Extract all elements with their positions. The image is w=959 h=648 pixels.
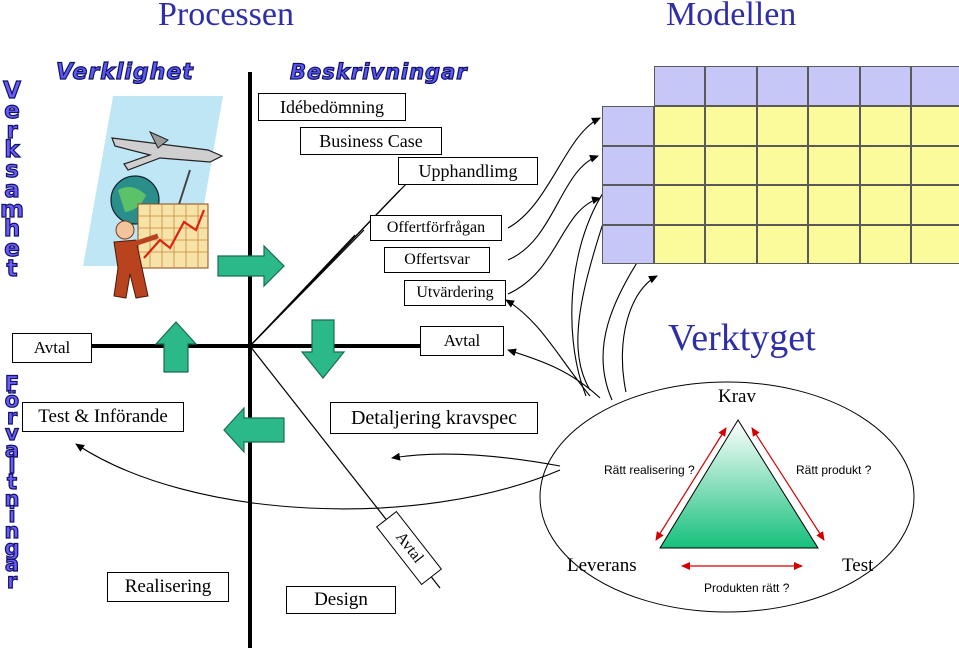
process-title: Processen <box>158 0 294 33</box>
grid-cell <box>756 224 808 264</box>
grid-cell <box>756 106 808 146</box>
grid-cell <box>859 185 911 225</box>
grid-cell <box>859 106 911 146</box>
grid-cell <box>705 145 757 185</box>
realisering-box: Realisering <box>107 572 229 602</box>
krav-label: Krav <box>718 386 756 407</box>
grid-cell <box>808 66 860 106</box>
grid-cell <box>705 185 757 225</box>
grid-cell <box>653 224 705 264</box>
ratt-produkt-label: Rätt produkt ? <box>796 463 872 477</box>
grid-cell <box>602 224 654 264</box>
grid-cell <box>705 224 757 264</box>
grid-cell <box>808 145 860 185</box>
grid-cell <box>756 66 808 106</box>
detaljering-kravspec-box: Detaljering kravspec <box>330 402 538 434</box>
ratt-realisering-label: Rätt realisering ? <box>604 463 695 477</box>
tool-title: Verktyget <box>668 317 816 359</box>
arrow-down-green <box>300 319 346 379</box>
grid-cell <box>808 185 860 225</box>
grid-cell <box>911 145 959 185</box>
grid-cell <box>911 185 959 225</box>
grid-cell <box>859 66 911 106</box>
grid-cell <box>653 145 705 185</box>
model-title: Modellen <box>666 0 797 33</box>
grid-cell <box>705 66 757 106</box>
grid-cell <box>653 185 705 225</box>
grid-cell <box>602 185 654 225</box>
grid-cell <box>808 106 860 146</box>
idebedomning-box: Idébedömning <box>258 93 406 121</box>
grid-cell <box>602 145 654 185</box>
grid-cell <box>911 66 959 106</box>
test-inforande-box: Test & Införande <box>22 402 184 432</box>
produkten-ratt-label: Produkten rätt ? <box>704 581 790 595</box>
reality-clipart <box>83 96 224 299</box>
design-box: Design <box>286 586 396 614</box>
grid-cell <box>705 106 757 146</box>
offertsvar-box: Offertsvar <box>384 247 490 273</box>
offertforfragan-box: Offertförfrågan <box>370 215 502 241</box>
upphandling-box: Upphandlimg <box>398 157 538 185</box>
business-case-box: Business Case <box>300 127 442 155</box>
arrow-left-green <box>223 406 285 454</box>
reality-heading: Verklighet <box>55 59 194 85</box>
grid-cell <box>602 106 654 146</box>
leverans-label: Leverans <box>567 555 637 576</box>
grid-cell <box>808 224 860 264</box>
utvardering-box: Utvärdering <box>404 280 506 306</box>
right-avtal-box: Avtal <box>420 326 504 356</box>
grid-cell <box>911 224 959 264</box>
left-avtal-box: Avtal <box>12 333 92 363</box>
grid-cell <box>653 66 705 106</box>
arrow-up-green <box>154 321 198 373</box>
grid-cell <box>859 145 911 185</box>
grid-cell <box>756 185 808 225</box>
grid-cell <box>756 145 808 185</box>
descriptions-heading: Beskrivningar <box>289 59 468 84</box>
test-label: Test <box>842 555 874 576</box>
grid-cell <box>911 106 959 146</box>
grid-cell <box>859 224 911 264</box>
grid-cell <box>653 106 705 146</box>
arrow-right-green <box>217 244 285 288</box>
